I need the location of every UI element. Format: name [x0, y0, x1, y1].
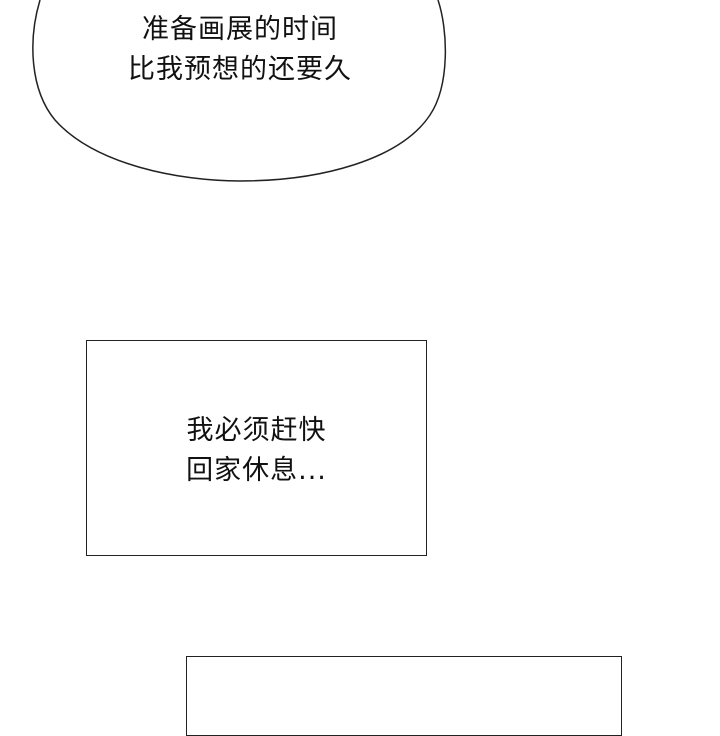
speech-line-2: 比我预想的还要久 [128, 54, 352, 85]
narration-line-2: 回家休息... [186, 455, 327, 486]
narration-box: 我必须赶快 回家休息... [86, 340, 427, 556]
narration-box-partial [186, 656, 622, 736]
speech-bubble: 准备画展的时间 比我预想的还要久 [34, 10, 446, 90]
speech-bubble-outline [32, 0, 447, 182]
narration-line-1: 我必须赶快 [186, 415, 327, 446]
speech-line-1: 准备画展的时间 [142, 14, 338, 45]
